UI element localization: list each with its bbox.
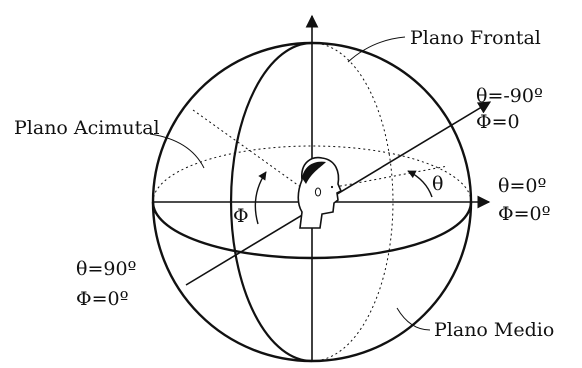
- label-right-axis-theta: θ=0º: [498, 175, 546, 197]
- label-lower-left-phi: Φ=0º: [76, 288, 129, 310]
- label-lower-left-theta: θ=90º: [76, 258, 137, 280]
- leader-plano-frontal: [347, 36, 406, 63]
- label-right-axis-phi: Φ=0º: [498, 203, 551, 225]
- projection-line-right: [329, 165, 449, 189]
- label-plano-medio: Plano Medio: [434, 319, 554, 341]
- label-upper-right-theta: θ=-90º: [476, 85, 543, 107]
- label-plano-acimutal: Plano Acimutal: [14, 117, 160, 139]
- theta-angle-arc: [407, 170, 433, 198]
- label-upper-right-phi: Φ=0: [476, 111, 520, 133]
- theta-symbol: θ: [432, 173, 443, 195]
- projection-line-left: [192, 109, 303, 189]
- leader-plano-medio: [396, 307, 431, 331]
- leader-plano-acimutal: [149, 133, 205, 169]
- phi-symbol: Φ: [233, 205, 249, 227]
- diagonal-axis: [185, 101, 492, 286]
- label-plano-frontal: Plano Frontal: [410, 27, 541, 49]
- phi-angle-arc: [254, 171, 267, 225]
- head-icon: [297, 156, 343, 229]
